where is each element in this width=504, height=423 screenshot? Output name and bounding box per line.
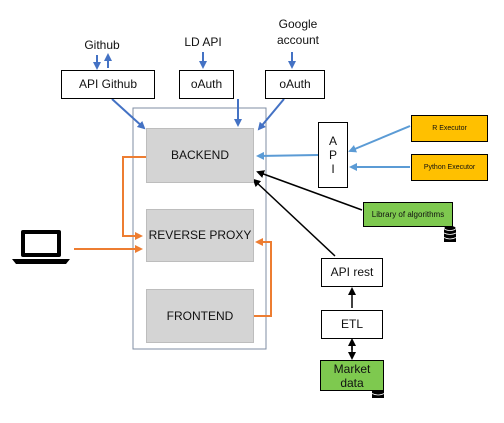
arrow-backend-proxy (122, 156, 146, 240)
market-data-box: Market data (320, 360, 384, 391)
reverse-proxy-box: REVERSE PROXY (146, 209, 254, 262)
oauth-google-box: oAuth (265, 70, 325, 99)
google-label-line1: Google (278, 17, 318, 31)
etl-box: ETL (321, 310, 383, 339)
arrow-apirest-backend (252, 178, 336, 257)
api-letter-p: P (328, 148, 337, 162)
api-github-box: API Github (61, 70, 155, 99)
api-letter-i: I (331, 162, 335, 176)
ld-api-label: LD API (184, 35, 222, 49)
python-executor-box: Python Executor (411, 154, 488, 181)
github-label: Github (84, 38, 120, 52)
arrow-library-backend (256, 170, 363, 211)
arrow-api-backend (256, 151, 319, 160)
arrow-frontend-proxy (253, 238, 272, 317)
api-box: A P I (318, 122, 348, 188)
r-executor-box: R Executor (411, 115, 488, 142)
api-rest-box: API rest (321, 258, 383, 287)
arrow-apigithub-backend (111, 98, 146, 130)
frontend-box: FRONTEND (146, 289, 254, 343)
laptop-icon (12, 230, 70, 264)
market-data-line2: data (340, 375, 364, 390)
library-box: Library of algorithms (363, 202, 453, 227)
market-data-line1: Market (333, 361, 371, 376)
oauth-ld-box: oAuth (179, 70, 234, 99)
backend-box: BACKEND (146, 128, 254, 183)
arrow-rexec-api (348, 125, 411, 153)
api-letter-a: A (328, 134, 337, 148)
database-icon (443, 225, 457, 242)
google-label-line2: account (276, 33, 320, 47)
system-container (132, 107, 267, 350)
arrow-oauth-google-backend (257, 98, 285, 131)
